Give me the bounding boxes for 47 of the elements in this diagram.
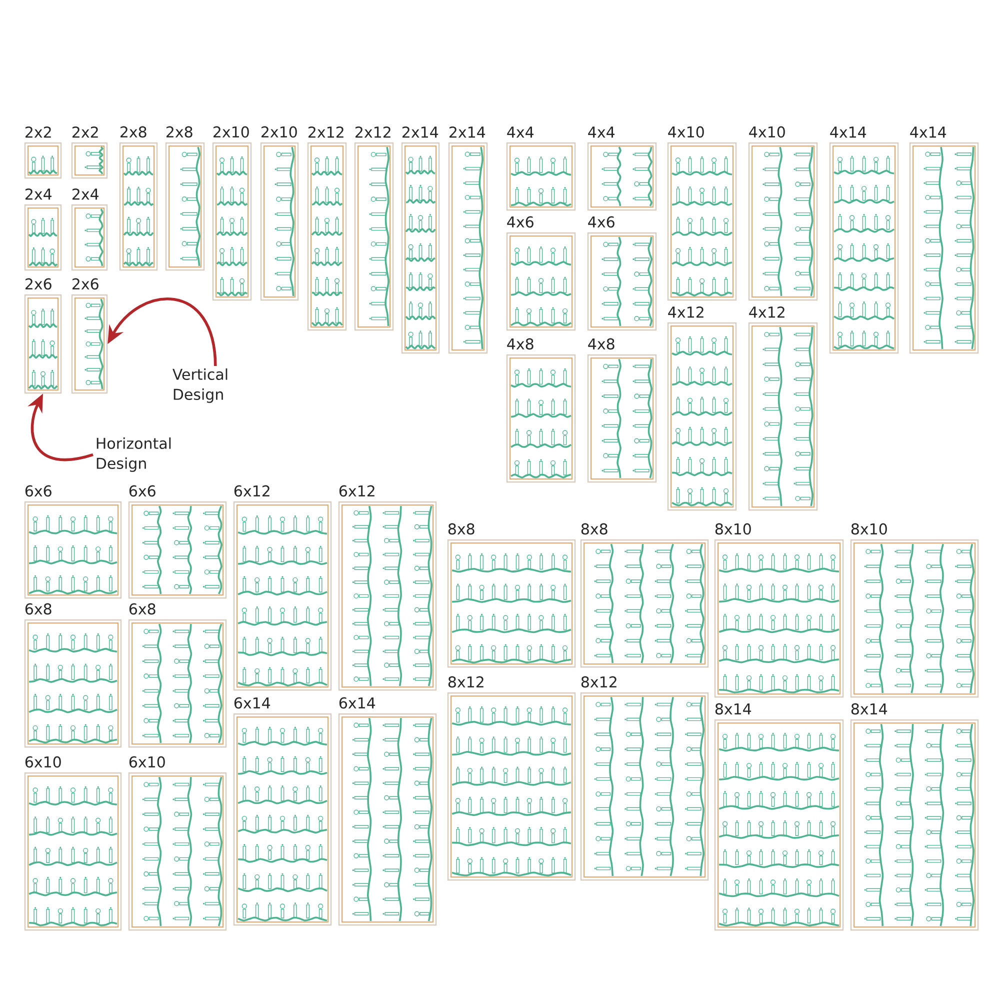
size-label: 6x8	[25, 603, 52, 615]
size-label: 6x10	[129, 756, 165, 768]
size-label: 4x12	[668, 306, 704, 318]
size-label: 2x8	[120, 126, 146, 138]
annotation-text: Vertical Design	[172, 368, 228, 403]
size-label: 8x14	[715, 703, 752, 715]
size-label: 2x14	[402, 126, 438, 138]
size-label: 4x14	[830, 126, 866, 138]
size-label: 4x8	[588, 338, 614, 350]
size-label: 2x2	[72, 126, 98, 138]
size-label: 8x12	[581, 676, 616, 688]
size-label: 4x4	[507, 126, 534, 138]
size-label: 4x14	[910, 126, 946, 138]
size-label: 4x4	[588, 126, 615, 138]
size-label: 8x10	[715, 523, 751, 535]
size-label: 8x10	[851, 523, 887, 535]
size-label: 2x6	[26, 278, 52, 290]
size-label: 6x6	[25, 485, 52, 497]
size-label: 8x8	[581, 523, 608, 535]
size-label: 6x6	[129, 485, 156, 497]
size-label: 4x10	[668, 126, 704, 138]
size-label: 2x10	[214, 126, 249, 138]
size-label: 2x6	[72, 278, 98, 290]
size-label: 4x12	[749, 306, 784, 318]
size-label: 4x10	[749, 126, 785, 138]
size-label: 2x12	[308, 126, 344, 138]
size-label: 2x14	[450, 126, 486, 138]
size-label: 6x14	[234, 697, 270, 709]
size-label: 6x10	[25, 756, 61, 768]
size-label: 4x6	[507, 216, 534, 228]
size-label: 6x12	[339, 485, 374, 497]
size-label: 2x4	[26, 188, 52, 200]
size-label: 6x14	[339, 697, 376, 709]
size-label: 2x4	[72, 188, 98, 200]
size-label: 2x10	[262, 126, 297, 138]
size-label: 4x6	[588, 216, 614, 228]
size-label: 8x8	[448, 523, 474, 535]
size-label: 4x8	[507, 338, 534, 350]
size-label: 8x12	[448, 676, 484, 688]
curved-arrow	[108, 298, 217, 366]
annotation-text: Horizontal Design	[96, 437, 171, 472]
size-label: 8x14	[851, 703, 888, 715]
size-label: 2x2	[26, 126, 51, 138]
size-label: 6x8	[129, 603, 156, 615]
size-label: 2x12	[356, 126, 390, 138]
size-label: 2x8	[166, 126, 192, 138]
size-label: 6x12	[234, 485, 270, 497]
